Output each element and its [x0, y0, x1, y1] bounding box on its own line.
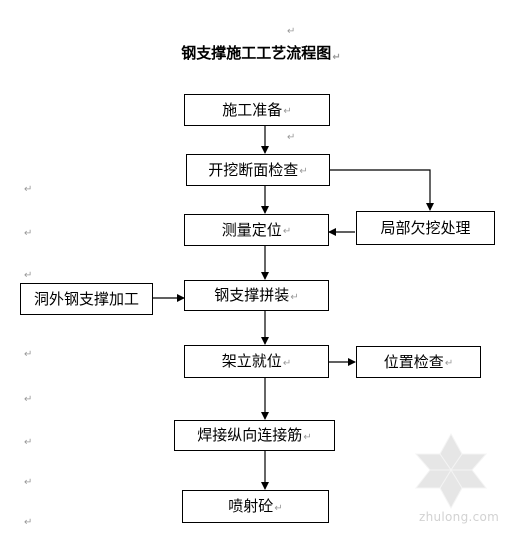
paragraph-mark: ↵ [303, 431, 312, 443]
box-step5: 架立就位↵ [184, 345, 329, 378]
box-step6-label: 焊接纵向连接筋 [197, 426, 303, 444]
zhulong-logo-icon [414, 432, 488, 510]
paragraph-mark: ↵ [24, 228, 33, 239]
box-step6: 焊接纵向连接筋↵ [174, 420, 335, 451]
paragraph-mark: ↵ [24, 437, 33, 448]
title-text: 钢支撑施工工艺流程图 [181, 44, 332, 62]
paragraph-mark: ↵ [332, 52, 341, 63]
paragraph-mark: ↵ [299, 166, 308, 177]
paragraph-mark: ↵ [24, 517, 33, 528]
paragraph-mark: ↵ [24, 184, 33, 195]
paragraph-mark: ↵ [24, 394, 33, 405]
box-step2: 开挖断面检查↵ [186, 154, 330, 186]
paragraph-mark: ↵ [283, 106, 292, 117]
box-step3-label: 测量定位 [221, 220, 282, 239]
box-side3-label: 位置检查 [383, 352, 444, 371]
paragraph-mark: ↵ [287, 132, 296, 143]
box-step1-label: 施工准备 [222, 100, 283, 119]
box-side3: 位置检查↵ [356, 346, 481, 378]
paragraph-mark: ↵ [24, 349, 33, 360]
box-step7: 喷射砼↵ [182, 490, 329, 523]
box-step4-label: 钢支撑拼装 [214, 286, 290, 304]
box-side1: 局部欠挖处理 [356, 211, 495, 245]
paragraph-mark: ↵ [274, 502, 283, 514]
box-step3: 测量定位↵ [184, 214, 329, 246]
box-side2: 洞外钢支撑加工 [20, 283, 153, 315]
paragraph-mark: ↵ [24, 477, 33, 488]
arrow-step2-side1 [316, 169, 434, 211]
paragraph-mark: ↵ [282, 226, 292, 237]
paragraph-mark: ↵ [24, 270, 33, 281]
paragraph-mark: ↵ [287, 26, 296, 37]
box-step2-label: 开挖断面检查 [208, 160, 299, 179]
page-title: 钢支撑施工工艺流程图↵ [0, 42, 516, 63]
paragraph-mark: ↵ [290, 291, 299, 303]
paragraph-mark: ↵ [282, 357, 292, 369]
watermark-text: zhulong.com [419, 510, 500, 524]
box-step1: 施工准备↵ [184, 94, 330, 126]
box-step5-label: 架立就位 [221, 352, 282, 370]
box-side2-label: 洞外钢支撑加工 [33, 289, 139, 308]
box-step7-label: 喷射砼 [228, 497, 274, 515]
paragraph-mark: ↵ [444, 358, 454, 369]
box-step4: 钢支撑拼装↵ [184, 280, 329, 311]
box-side1-label: 局部欠挖处理 [380, 218, 471, 237]
